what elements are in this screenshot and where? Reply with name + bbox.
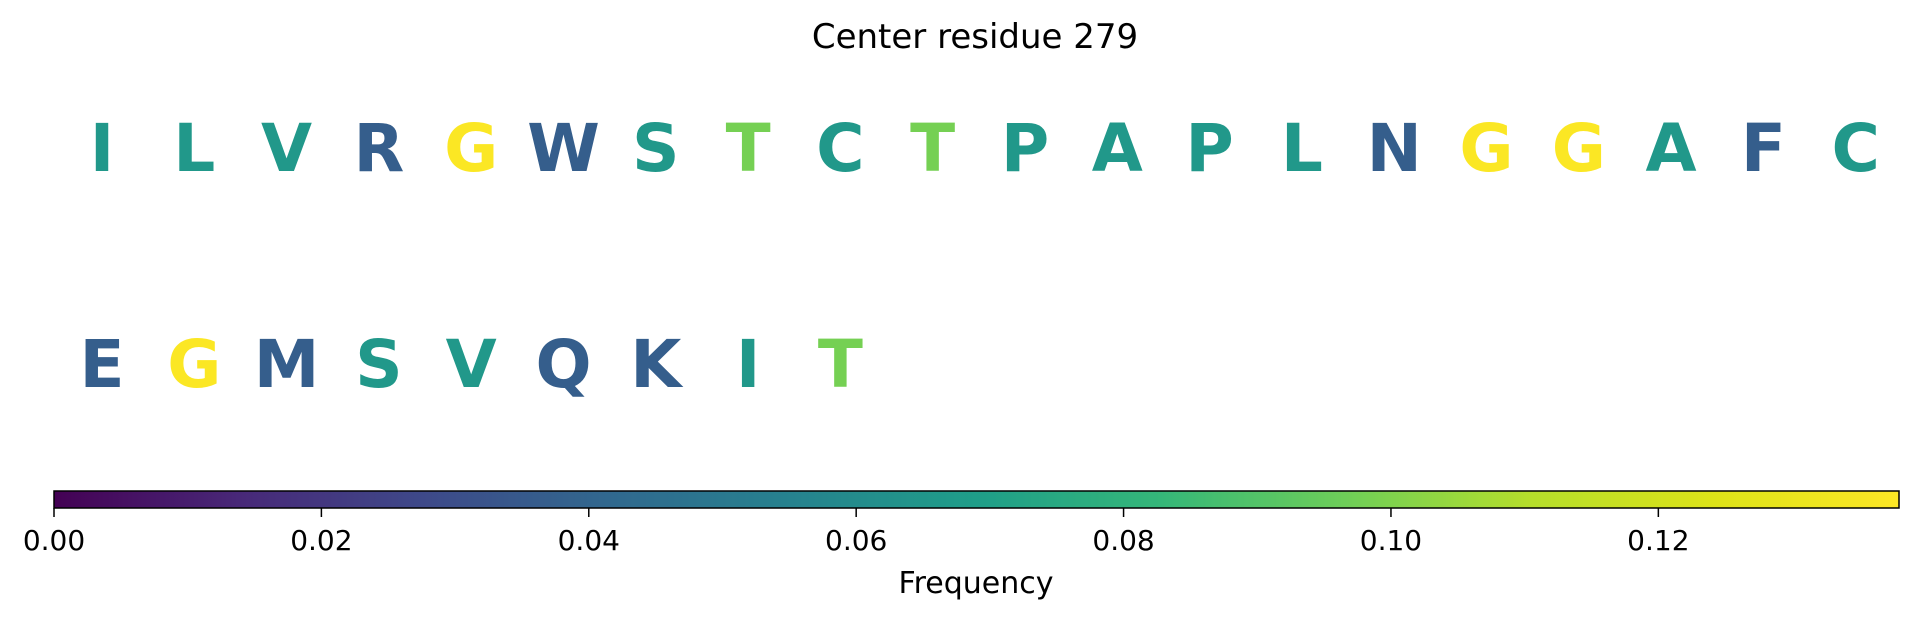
residue-letter: N <box>1367 110 1422 187</box>
residue-letter: I <box>90 110 115 187</box>
residue-letter: V <box>446 326 497 403</box>
residue-letter: P <box>1185 110 1233 187</box>
residue-letter: L <box>173 110 215 187</box>
residue-letter: I <box>736 326 761 403</box>
residue-letter: C <box>816 110 864 187</box>
colorbar-tick-label: 0.08 <box>1092 524 1154 557</box>
residue-letter: T <box>910 110 955 187</box>
colorbar-tick-label: 0.00 <box>23 524 85 557</box>
residue-letter: A <box>1646 110 1697 187</box>
residue-letter: G <box>1552 110 1606 187</box>
residue-letter: G <box>167 326 221 403</box>
residue-letter: P <box>1001 110 1049 187</box>
residue-letter: Q <box>535 326 591 403</box>
residue-letter: T <box>726 110 771 187</box>
residue-letter: M <box>254 326 320 403</box>
chart-title: Center residue 279 <box>812 17 1138 57</box>
colorbar-tick-label: 0.10 <box>1360 524 1422 557</box>
residue-letter: T <box>818 326 863 403</box>
colorbar-tick-label: 0.12 <box>1627 524 1689 557</box>
residue-letter: R <box>353 110 404 187</box>
colorbar-tick-label: 0.04 <box>558 524 620 557</box>
colorbar: 0.00 0.02 0.04 0.06 0.08 0.10 0.12 Frequency <box>23 490 1900 601</box>
residue-letter: G <box>444 110 498 187</box>
residue-letter: E <box>79 326 124 403</box>
colorbar-ticks: 0.00 0.02 0.04 0.06 0.08 0.10 0.12 <box>23 508 1690 557</box>
residue-letter: S <box>355 326 403 403</box>
residue-letter: S <box>632 110 680 187</box>
residue-letter: F <box>1741 110 1786 187</box>
colorbar-tick-label: 0.02 <box>290 524 352 557</box>
residue-letter: C <box>1831 110 1879 187</box>
colorbar-gradient <box>53 490 1900 509</box>
colorbar-label: Frequency <box>899 566 1054 601</box>
residue-letter: K <box>630 326 684 403</box>
residue-letter: V <box>261 110 312 187</box>
residue-letter: A <box>1092 110 1143 187</box>
residue-letter: L <box>1281 110 1323 187</box>
colorbar-tick-label: 0.06 <box>825 524 887 557</box>
residue-letter: W <box>527 110 600 187</box>
residue-letter: G <box>1459 110 1513 187</box>
